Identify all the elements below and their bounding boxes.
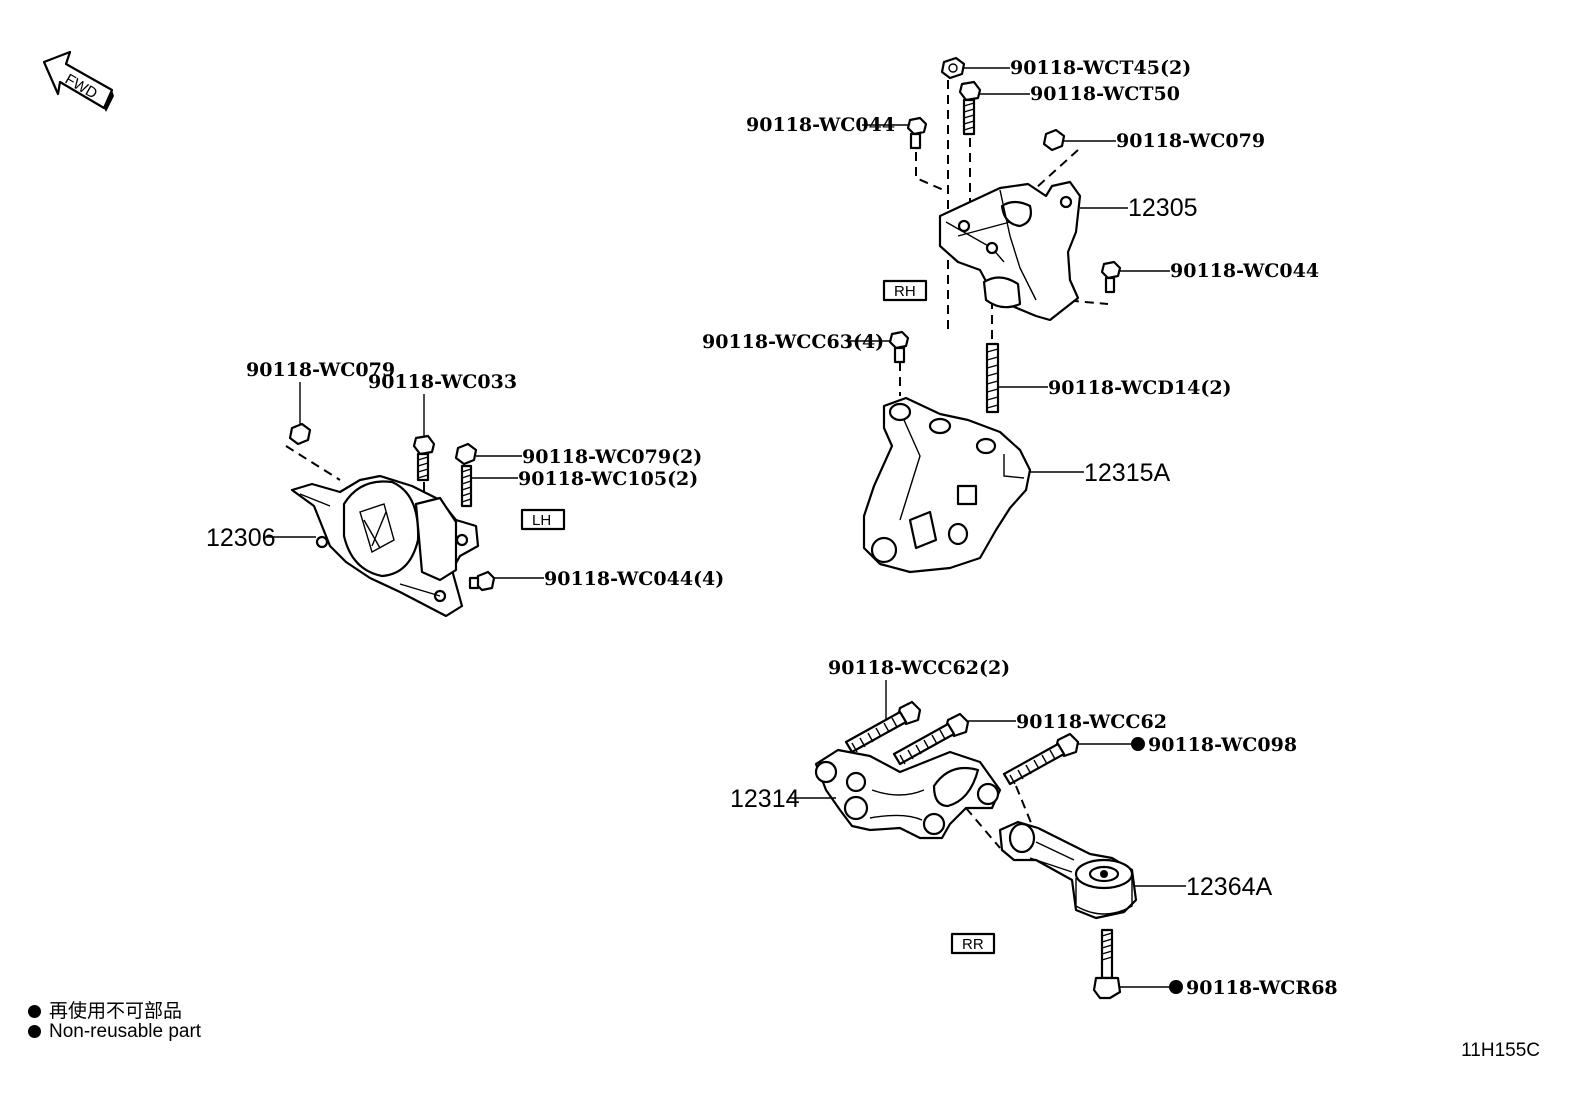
label-12314: 12314 xyxy=(730,785,800,813)
label-90118-wc105: 90118-WC105(2) xyxy=(518,468,698,490)
nut-wc079-rh-icon xyxy=(1042,128,1066,152)
label-90118-wcr68: 90118-WCR68 xyxy=(1186,977,1338,999)
label-90118-wc098: 90118-WC098 xyxy=(1148,734,1297,756)
label-90118-wcc62-2: 90118-WCC62(2) xyxy=(828,657,1010,679)
legend-line-jp: 再使用不可部品 xyxy=(28,996,182,1023)
label-90118-wcc62: 90118-WCC62 xyxy=(1016,711,1167,733)
bolt-wcc62-icon xyxy=(892,712,970,766)
nut-wc079-lh-2-icon xyxy=(454,442,478,466)
rr-group-tag: RR xyxy=(962,936,984,953)
drawing-code: 11H155C xyxy=(1461,1040,1540,1061)
label-12315a: 12315A xyxy=(1084,459,1171,487)
engine-mount-12305 xyxy=(938,180,1082,322)
label-90118-wc044-side: 90118-WC044 xyxy=(1170,260,1319,282)
label-90118-wc079-2: 90118-WC079(2) xyxy=(522,446,702,468)
label-90118-wcc63: 90118-WCC63(4) xyxy=(702,331,884,353)
bolt-wc098-icon xyxy=(1002,732,1080,786)
legend-text-en: Non-reusable part xyxy=(49,1021,202,1042)
bolt-wc044-top-icon xyxy=(906,116,928,150)
bolt-wc044-side-icon xyxy=(1100,260,1122,294)
bolt-wcr68-icon xyxy=(1092,928,1122,1000)
rear-mount-12364a xyxy=(998,820,1138,920)
legend-line-en: Non-reusable part xyxy=(28,1021,201,1043)
label-90118-wc079-rh: 90118-WC079 xyxy=(1116,130,1265,152)
nut-wc079-lh-icon xyxy=(288,422,312,446)
nut-wct45-icon xyxy=(940,56,966,80)
label-90118-wc033: 90118-WC033 xyxy=(368,371,517,393)
lh-group: 90118-WC079 90118-WC033 90118-WC079(2) 9… xyxy=(206,359,724,618)
filled-circle-icon xyxy=(28,1005,41,1018)
nonreusable-dot-wc098-icon xyxy=(1131,737,1145,751)
transmission-mount-12306 xyxy=(290,474,480,618)
rh-group-tag: RH xyxy=(894,283,916,300)
filled-circle-icon xyxy=(28,1025,41,1038)
fwd-arrow-icon: FWD xyxy=(42,50,114,112)
rh-group: 90118-WCT45(2) 90118-WCT50 90118-WC044 9… xyxy=(702,56,1319,574)
label-90118-wcd14: 90118-WCD14(2) xyxy=(1048,377,1232,399)
bolt-wc033-icon xyxy=(412,434,436,482)
label-90118-wct50: 90118-WCT50 xyxy=(1030,83,1180,105)
label-12364a: 12364A xyxy=(1186,873,1273,901)
bracket-12315a xyxy=(862,396,1032,574)
label-12306: 12306 xyxy=(206,524,276,552)
bracket-12314 xyxy=(814,748,1002,840)
stud-wcd14-icon xyxy=(985,342,1000,414)
label-90118-wc079-lh: 90118-WC079 xyxy=(246,359,395,381)
label-12305: 12305 xyxy=(1128,194,1198,222)
legend-text-jp: 再使用不可部品 xyxy=(49,1001,183,1022)
label-90118-wct45: 90118-WCT45(2) xyxy=(1010,57,1191,79)
nonreusable-dot-wcr68-icon xyxy=(1169,980,1183,994)
label-90118-wc044-4: 90118-WC044(4) xyxy=(544,568,724,590)
lh-group-tag: LH xyxy=(532,512,551,529)
bolt-wct50-icon xyxy=(958,80,982,136)
label-90118-wc044-top: 90118-WC044 xyxy=(746,114,895,136)
bolt-wc044-4-icon xyxy=(468,570,496,592)
stud-wc105-icon xyxy=(460,464,473,508)
bolt-wcc63-icon xyxy=(888,330,910,364)
rr-group: 90118-WCC62(2) 90118-WCC62 90118-WC098 xyxy=(730,657,1338,1000)
